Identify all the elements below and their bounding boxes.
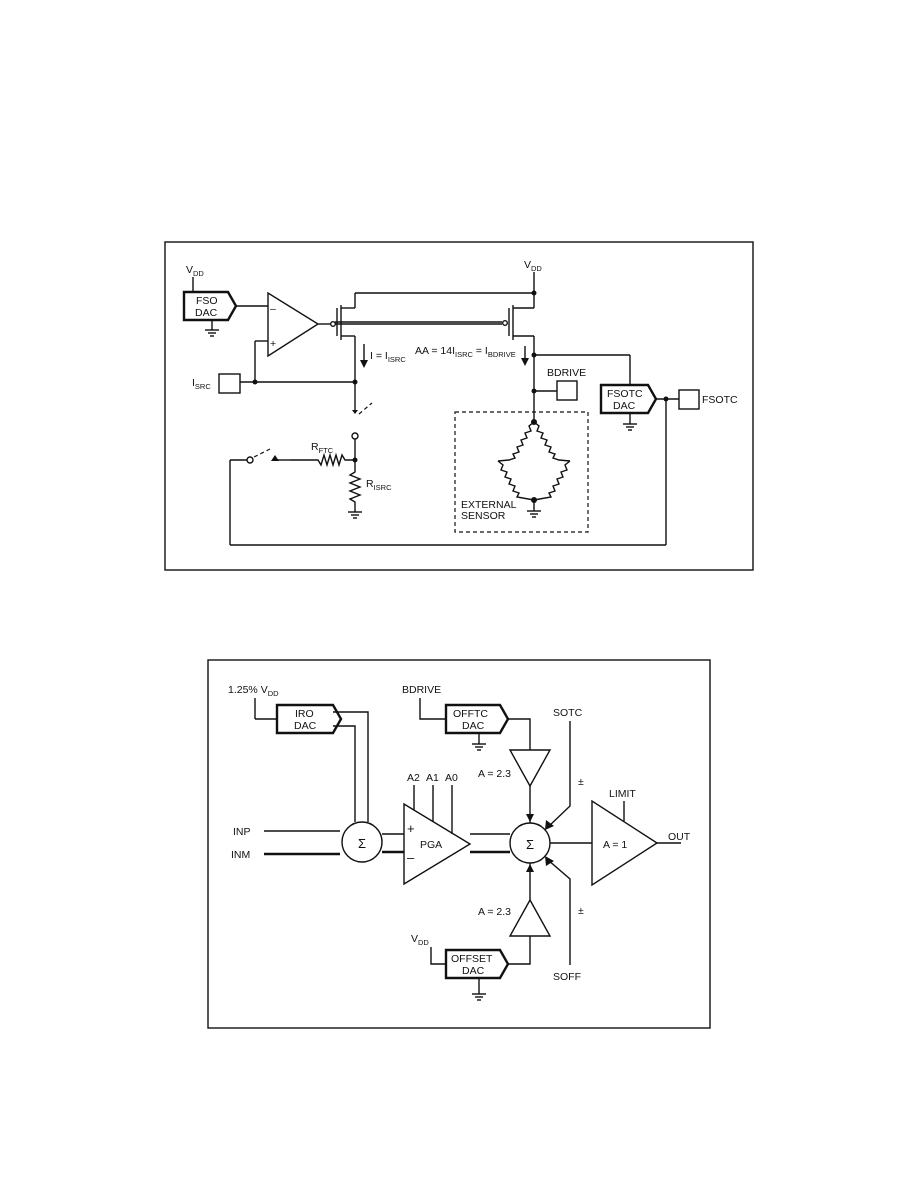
fsotc-dac-label-1: FSOTC: [607, 388, 643, 400]
opamp-minus: –: [270, 303, 276, 315]
fsotc-dac-label-2: DAC: [613, 400, 636, 412]
bottom-gain-label: A = 2.3: [478, 906, 511, 918]
pm-top: ±: [578, 776, 584, 788]
a2-label: A2: [407, 772, 420, 784]
fsotc-dac-block: FSOTC DAC: [599, 383, 658, 415]
fso-dac-label-2: DAC: [195, 307, 218, 319]
isrc-pin: [218, 373, 241, 394]
output-gain-label: A = 1: [603, 839, 627, 851]
fsotc-pin-label: FSOTC: [702, 394, 738, 406]
inp-label: INP: [233, 826, 251, 838]
vdd-right-label: VDD: [524, 259, 542, 273]
sigma-1: Σ: [358, 836, 366, 851]
a1-label: A1: [426, 772, 439, 784]
rftc-label: RFTC: [311, 441, 334, 455]
bdrive-label-2: BDRIVE: [402, 684, 441, 696]
bottom-gain-buffer: [508, 898, 552, 937]
pmos-transistor-2: [508, 293, 535, 422]
soff-label: SOFF: [553, 971, 581, 983]
pm-bottom: ±: [578, 905, 584, 917]
bdrive-pin: [556, 380, 578, 401]
iro-dac-block: IRO DAC: [275, 703, 343, 735]
fsotc-pin: [678, 389, 700, 410]
a0-label: A0: [445, 772, 458, 784]
iro-dac-label-2: DAC: [294, 720, 317, 732]
offtc-dac-block: OFFTC DAC: [444, 703, 510, 735]
vdd-left-label: VDD: [186, 264, 204, 278]
pmos-transistor-1: [336, 293, 356, 382]
sotc-label: SOTC: [553, 707, 583, 719]
rftc-resistor: [290, 452, 355, 468]
offset-dac-block: OFFSET DAC: [444, 948, 510, 980]
fso-dac-block: FSO DAC: [182, 290, 238, 322]
opamp-plus: +: [270, 338, 276, 350]
fso-dac-label-1: FSO: [196, 295, 218, 307]
inm-label: INM: [231, 849, 250, 861]
bdrive-label: BDRIVE: [547, 367, 586, 379]
output-amplifier: A = 1: [591, 799, 659, 887]
external-sensor-label-1: EXTERNAL: [461, 499, 517, 511]
figure-2-frame: [207, 659, 711, 1029]
sensor-bridge: [497, 421, 571, 501]
isrc-pin-label: ISRC: [192, 377, 211, 391]
external-sensor-label-2: SENSOR: [461, 510, 506, 522]
iro-dac-label-1: IRO: [295, 708, 314, 720]
vdd-ref-label: 1.25% VDD: [228, 684, 279, 698]
figure-1-frame: [164, 241, 754, 571]
pga-amplifier: + – PGA: [403, 802, 472, 886]
top-gain-label: A = 2.3: [478, 768, 511, 780]
opamp-1: – +: [267, 291, 337, 358]
out-label: OUT: [668, 831, 691, 843]
offtc-dac-label-1: OFFTC: [453, 708, 488, 720]
summing-junction-1: [341, 821, 383, 863]
pga-minus: –: [407, 850, 415, 865]
risrc-label: RISRC: [366, 478, 392, 492]
pga-label: PGA: [420, 839, 442, 851]
i-equals-isrc-label: I = IISRC: [370, 350, 406, 364]
external-sensor-box: [454, 411, 589, 533]
offtc-dac-label-2: DAC: [462, 720, 485, 732]
figure-2-signal-path-diagram: 1.25% VDD IRO DAC INP INM Σ + – PGA A2 A…: [207, 659, 711, 1029]
risrc-resistor: [348, 460, 362, 512]
offset-dac-label-2: DAC: [462, 965, 485, 977]
top-gain-buffer: [508, 749, 552, 788]
offset-dac-label-1: OFFSET: [451, 953, 493, 965]
vdd-bottom-label: VDD: [411, 933, 429, 947]
limit-label: LIMIT: [609, 788, 636, 800]
aa-equation-label: AA = 14IISRC = IBDRIVE: [415, 345, 516, 359]
figure-1-current-source-circuit: VDD FSO DAC – + ISRC: [164, 241, 754, 571]
sigma-2: Σ: [526, 837, 534, 852]
pga-plus: +: [407, 821, 415, 836]
